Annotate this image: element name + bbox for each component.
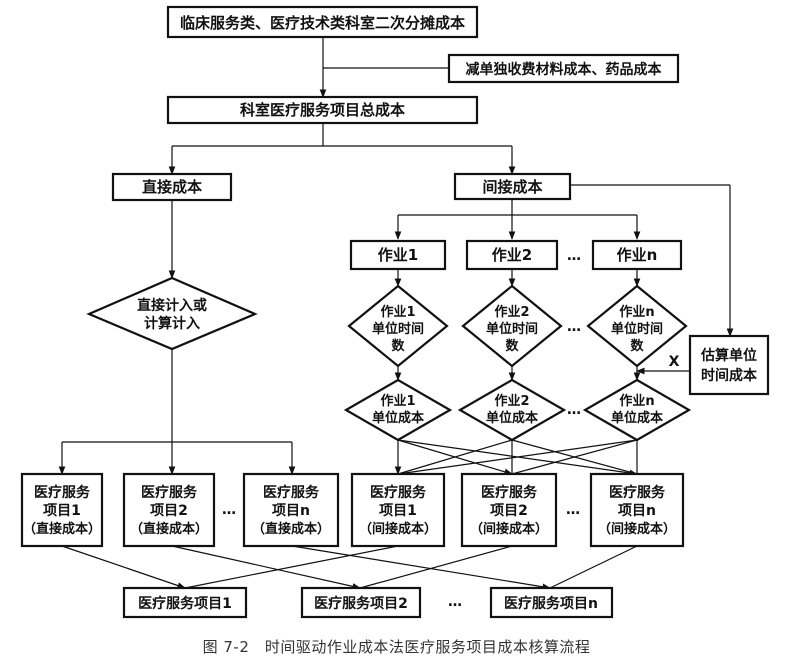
direct-decision-line-1: 直接计入或 bbox=[137, 297, 207, 314]
activity-label-n: 作业n bbox=[617, 246, 658, 264]
indirect-item-1-line-1: 医疗服务 bbox=[370, 484, 427, 501]
final-item-2: 医疗服务项目2 bbox=[300, 586, 422, 619]
unit-cost-ellipsis: … bbox=[567, 402, 581, 418]
unit-time-diamond-n: 作业n 单位时间 数 bbox=[586, 284, 688, 368]
final-items-ellipsis: … bbox=[448, 594, 462, 610]
indirect-item-2-line-1: 医疗服务 bbox=[481, 484, 538, 501]
unit-cost-diamond-1: 作业1 单位成本 bbox=[343, 378, 453, 442]
final-item-n-label: 医疗服务项目n bbox=[504, 595, 598, 612]
indirect-item-n-line-2: 项目n bbox=[618, 503, 656, 519]
indirect-items-ellipsis: … bbox=[566, 502, 580, 518]
unit-time-2-line-3: 数 bbox=[505, 338, 519, 354]
estimate-line-2: 时间成本 bbox=[701, 367, 758, 384]
final-item-2-label: 医疗服务项目2 bbox=[314, 595, 408, 612]
direct-item-n-line-3: （直接成本） bbox=[252, 521, 330, 537]
figure-caption: 图 7-2 时间驱动作业成本法医疗服务项目成本核算流程 bbox=[202, 638, 591, 656]
direct-item-n-line-2: 项目n bbox=[272, 503, 310, 519]
final-item-1: 医疗服务项目1 bbox=[122, 586, 248, 619]
direct-item-2: 医疗服务 项目2 （直接成本） bbox=[122, 472, 216, 548]
direct-item-2-line-2: 项目2 bbox=[150, 503, 188, 519]
unit-time-n-line-1: 作业n bbox=[619, 304, 654, 320]
unit-cost-diamond-2: 作业2 单位成本 bbox=[457, 378, 567, 442]
unit-cost-2-line-2: 单位成本 bbox=[486, 410, 538, 426]
indirect-cost-box: 间接成本 bbox=[453, 172, 572, 201]
connectors bbox=[58, 37, 734, 591]
indirect-item-n-line-3: （间接成本） bbox=[598, 521, 676, 537]
indirect-item-n: 医疗服务 项目n （间接成本） bbox=[589, 472, 685, 548]
total-cost-box: 科室医疗服务项目总成本 bbox=[166, 95, 479, 125]
direct-item-1-line-3: （直接成本） bbox=[23, 521, 101, 537]
direct-item-1-line-1: 医疗服务 bbox=[34, 484, 91, 501]
direct-item-n: 医疗服务 项目n （直接成本） bbox=[242, 472, 340, 548]
direct-item-2-line-1: 医疗服务 bbox=[141, 484, 198, 501]
activity-box-2: 作业2 bbox=[465, 239, 559, 271]
final-item-1-label: 医疗服务项目1 bbox=[138, 595, 232, 612]
activity-box-n: 作业n bbox=[591, 239, 683, 271]
indirect-item-n-line-1: 医疗服务 bbox=[609, 484, 666, 501]
unit-time-diamond-1: 作业1 单位时间 数 bbox=[347, 284, 449, 368]
unit-cost-1-line-1: 作业1 bbox=[380, 393, 415, 409]
unit-time-2-line-2: 单位时间 bbox=[486, 321, 538, 337]
flowchart: 临床服务类、医疗技术类科室二次分摊成本 减单独收费材料成本、药品成本 科室医疗服… bbox=[20, 5, 770, 619]
indirect-item-1-line-3: （间接成本） bbox=[359, 521, 437, 537]
activity-label-1: 作业1 bbox=[378, 246, 418, 264]
indirect-item-2-line-2: 项目2 bbox=[490, 503, 528, 519]
unit-time-1-line-1: 作业1 bbox=[380, 304, 415, 320]
unit-time-2-line-1: 作业2 bbox=[494, 304, 529, 320]
subtract-cost-label: 减单独收费材料成本、药品成本 bbox=[466, 61, 663, 78]
estimate-unit-time-cost-box: 估算单位 时间成本 bbox=[688, 334, 770, 396]
direct-item-2-line-3: （直接成本） bbox=[130, 521, 208, 537]
unit-time-ellipsis: … bbox=[567, 319, 581, 335]
unit-time-1-line-3: 数 bbox=[391, 338, 405, 354]
direct-cost-label: 直接成本 bbox=[142, 178, 202, 196]
direct-items-ellipsis: … bbox=[222, 502, 236, 518]
unit-cost-2-line-1: 作业2 bbox=[494, 393, 529, 409]
unit-time-1-line-2: 单位时间 bbox=[372, 321, 424, 337]
direct-item-n-line-1: 医疗服务 bbox=[263, 484, 320, 501]
direct-item-1-line-2: 项目1 bbox=[43, 503, 81, 519]
indirect-cost-label: 间接成本 bbox=[482, 178, 542, 196]
direct-decision-diamond: 直接计入或 计算计入 bbox=[86, 276, 258, 351]
activity-ellipsis: … bbox=[567, 248, 581, 264]
final-item-n: 医疗服务项目n bbox=[489, 586, 614, 619]
top-cost-label: 临床服务类、医疗技术类科室二次分摊成本 bbox=[180, 14, 465, 32]
indirect-item-2-line-3: （间接成本） bbox=[470, 521, 548, 537]
unit-cost-n-line-1: 作业n bbox=[619, 393, 654, 409]
direct-decision-line-2: 计算计入 bbox=[144, 315, 200, 332]
unit-cost-n-line-2: 单位成本 bbox=[611, 410, 663, 426]
unit-time-diamond-2: 作业2 单位时间 数 bbox=[461, 284, 563, 368]
direct-item-1: 医疗服务 项目1 （直接成本） bbox=[20, 472, 104, 548]
indirect-item-2: 医疗服务 项目2 （间接成本） bbox=[460, 472, 558, 548]
unit-time-n-line-3: 数 bbox=[630, 338, 644, 354]
subtract-cost-box: 减单独收费材料成本、药品成本 bbox=[447, 53, 680, 84]
unit-cost-diamond-n: 作业n 单位成本 bbox=[582, 378, 692, 442]
unit-time-n-line-2: 单位时间 bbox=[611, 321, 663, 337]
indirect-item-1-line-2: 项目1 bbox=[379, 503, 417, 519]
direct-cost-box: 直接成本 bbox=[111, 172, 233, 202]
activity-label-2: 作业2 bbox=[492, 246, 532, 264]
multiply-sign: X bbox=[669, 354, 680, 370]
total-cost-label: 科室医疗服务项目总成本 bbox=[240, 101, 405, 119]
indirect-item-1: 医疗服务 项目1 （间接成本） bbox=[350, 472, 446, 548]
activity-box-1: 作业1 bbox=[349, 239, 447, 271]
top-cost-box: 临床服务类、医疗技术类科室二次分摊成本 bbox=[166, 5, 479, 39]
estimate-line-1: 估算单位 bbox=[700, 347, 757, 364]
unit-cost-1-line-2: 单位成本 bbox=[372, 410, 424, 426]
